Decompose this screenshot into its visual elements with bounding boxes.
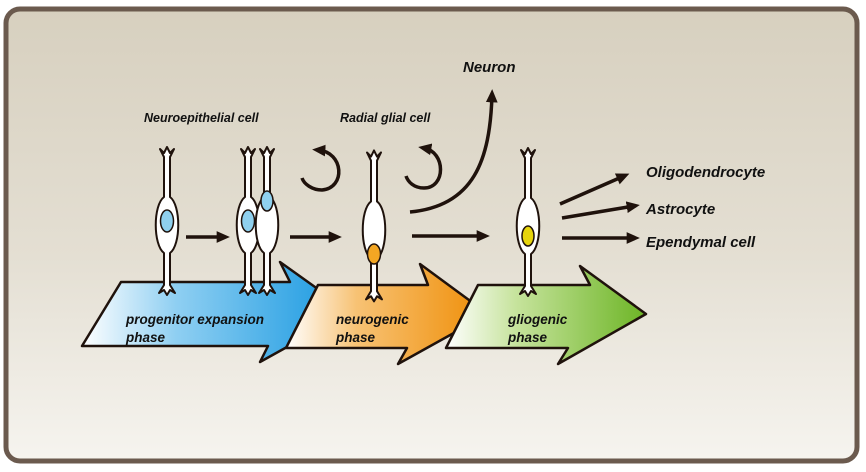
- label-ependymal-cell: Ependymal cell: [646, 234, 756, 251]
- nucleus-orange: [366, 243, 382, 265]
- radial-glial-cell-gliogenic: [515, 147, 541, 297]
- arrow-to-oligodendrocyte: [559, 173, 630, 206]
- phase-label-line1: gliogenic: [507, 312, 568, 327]
- nucleus-blue: [260, 190, 274, 212]
- phase-label-line1: progenitor expansion: [125, 312, 264, 327]
- phase-label-line2: phase: [335, 330, 376, 345]
- self-renewal-arrow-neuroepithelial: [300, 144, 341, 192]
- phase-label-neurogenic: neurogenic phase: [335, 312, 413, 345]
- nucleus-yellow: [521, 225, 535, 247]
- label-astrocyte: Astrocyte: [645, 201, 715, 218]
- arrow-to-astrocyte: [561, 201, 640, 220]
- label-neuron: Neuron: [463, 59, 516, 76]
- phase-label-line2: phase: [507, 330, 548, 345]
- arrow-to-neuron: [409, 89, 498, 214]
- neuroepithelial-cell-dividing-front: [254, 146, 280, 296]
- phase-label-gliogenic: gliogenic phase: [507, 312, 571, 345]
- label-radial-glial-cell: Radial glial cell: [340, 111, 431, 125]
- radial-glial-cell-neurogenic: [361, 149, 387, 303]
- phase-arrow-gliogenic: [444, 264, 648, 366]
- phase-arrow-neurogenic: [284, 262, 490, 366]
- label-oligodendrocyte: Oligodendrocyte: [646, 164, 765, 181]
- phase-label-line1: neurogenic: [336, 312, 409, 327]
- nucleus-blue: [240, 209, 256, 233]
- phase-label-line2: phase: [125, 330, 166, 345]
- self-renewal-arrow-radial-glial: [404, 143, 443, 190]
- phase-label-progenitor-expansion: progenitor expansion phase: [125, 312, 268, 345]
- neuroepithelial-cell-single: [154, 146, 180, 296]
- label-neuroepithelial-cell: Neuroepithelial cell: [144, 111, 259, 125]
- nucleus-blue: [159, 209, 175, 233]
- neuroepithelial-cell-dividing-back: [235, 146, 261, 296]
